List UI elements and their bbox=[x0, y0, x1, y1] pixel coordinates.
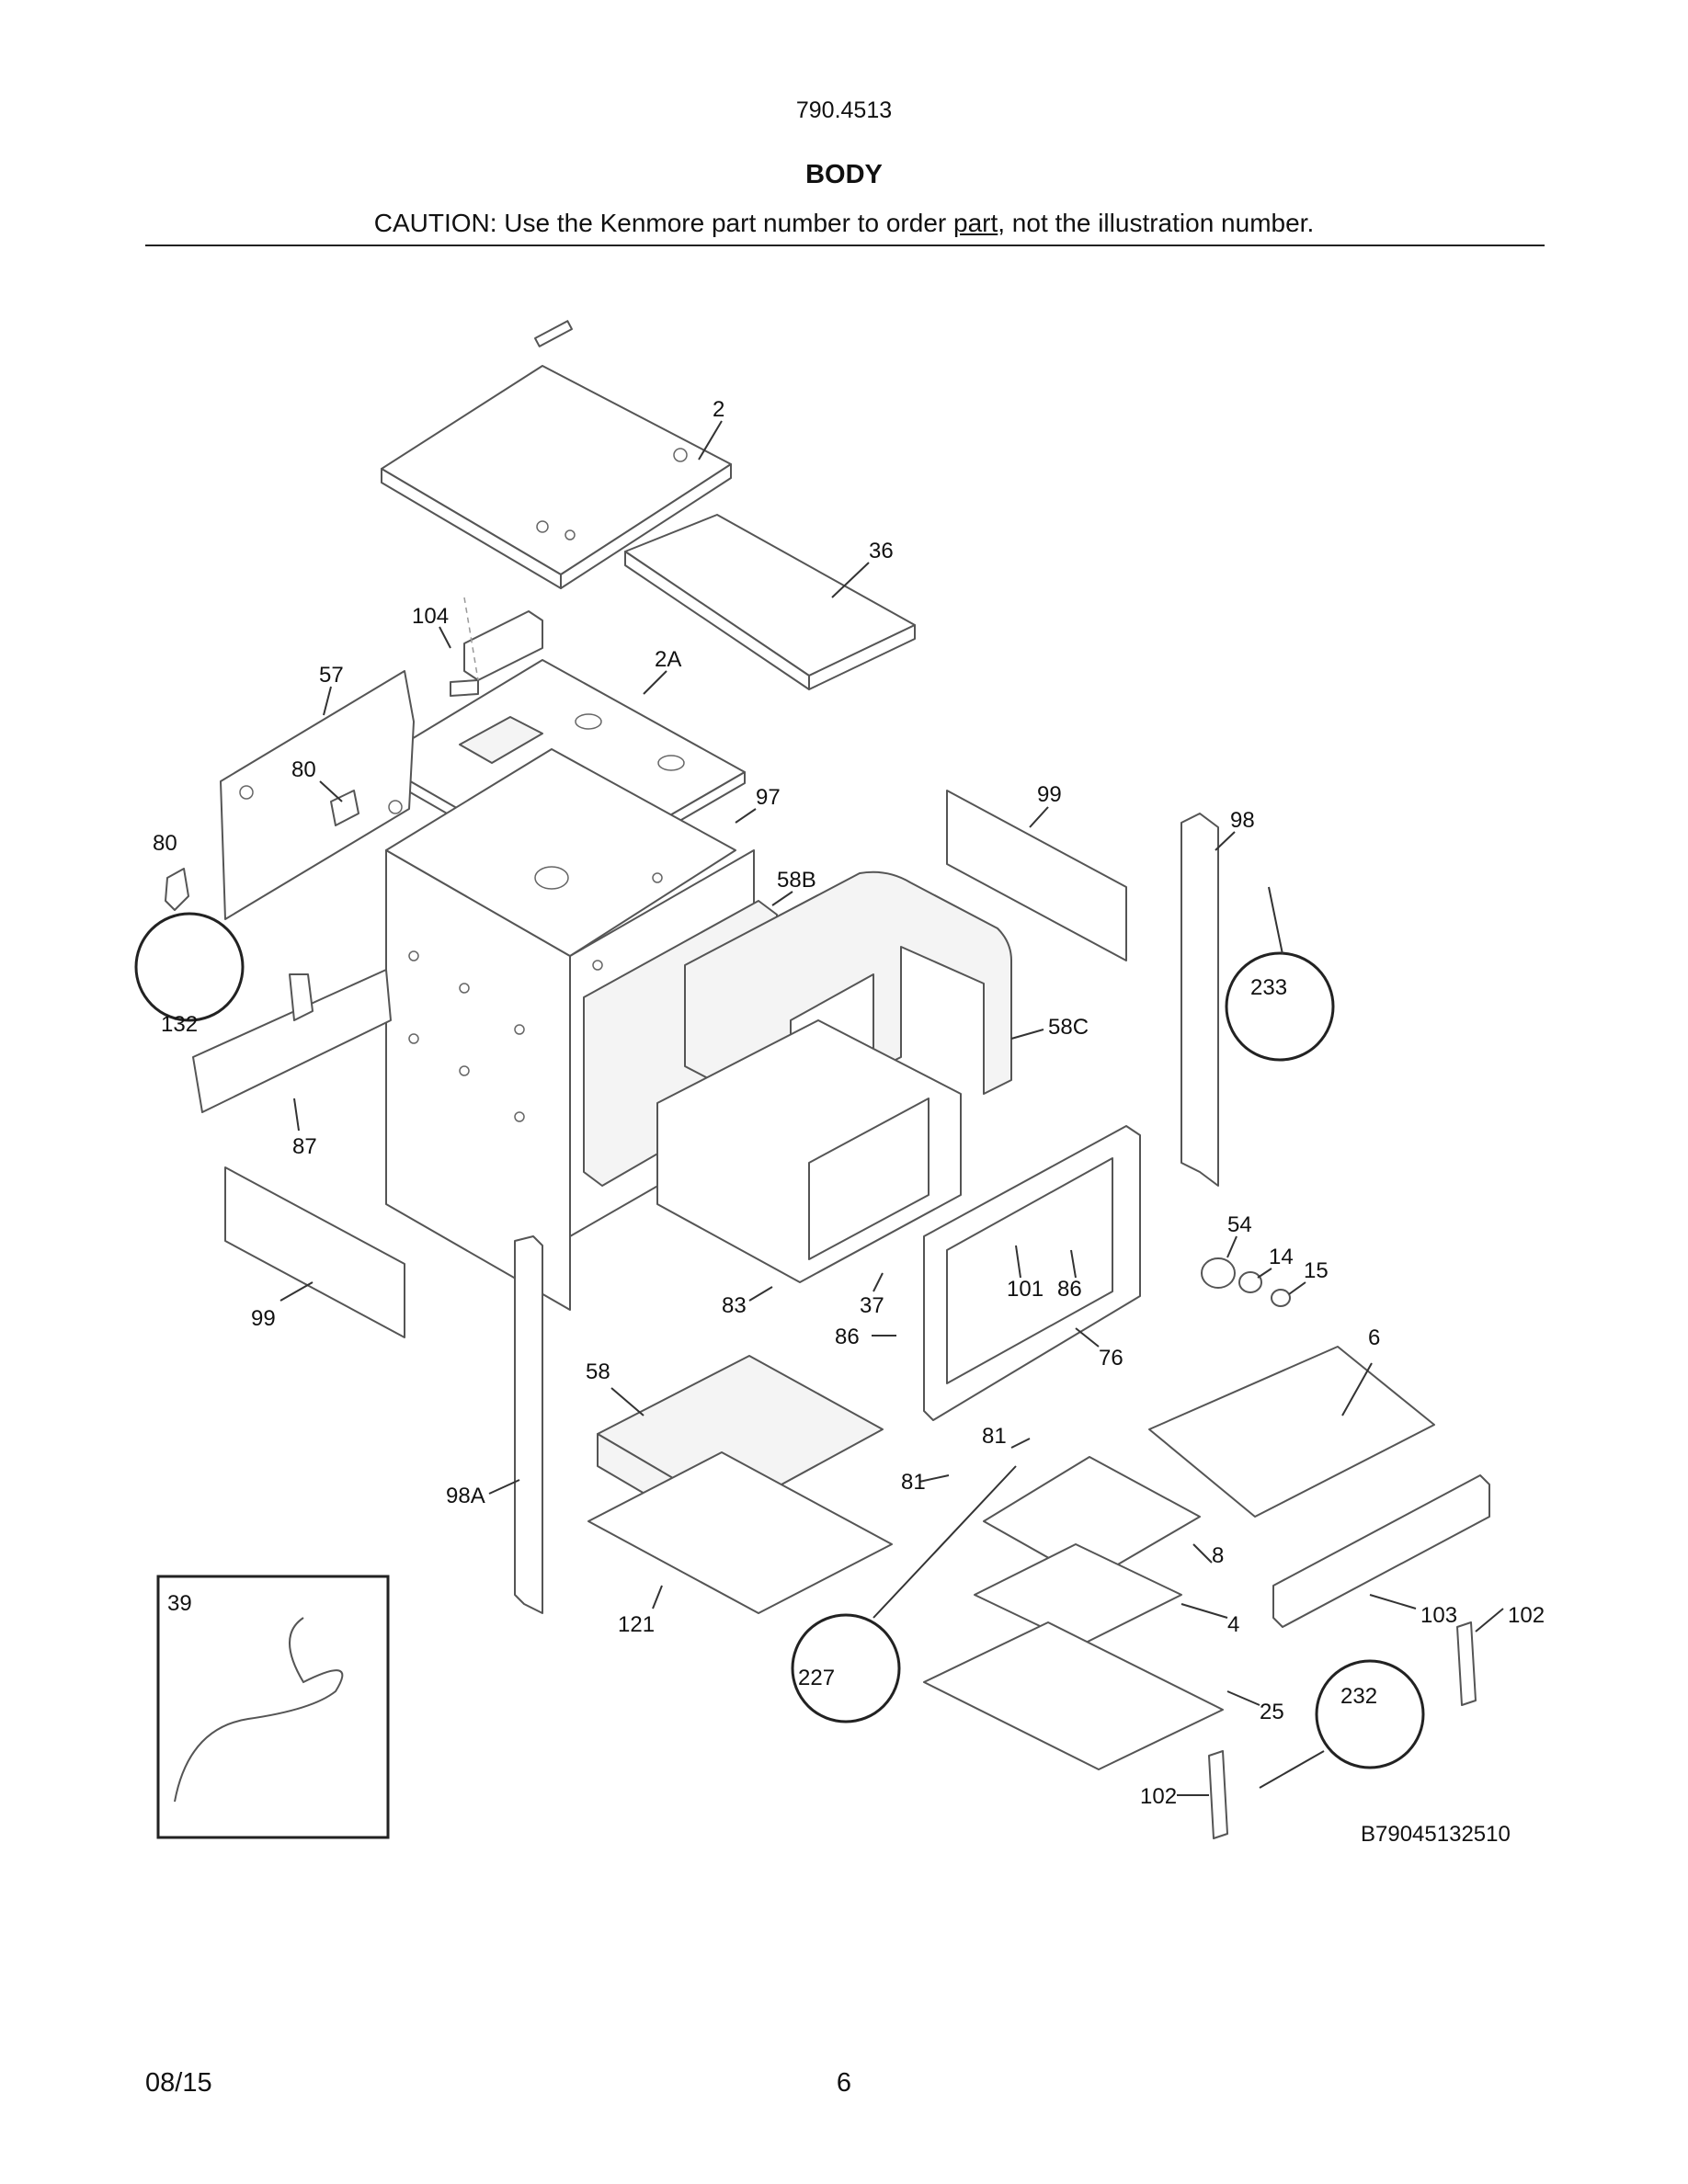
caution-note: CAUTION: Use the Kenmore part number to … bbox=[0, 209, 1688, 238]
part-6-oven-rack bbox=[1148, 1346, 1435, 1518]
label-99-upper: 99 bbox=[1037, 782, 1062, 807]
label-36: 36 bbox=[869, 539, 894, 563]
label-80-lower: 80 bbox=[153, 831, 177, 856]
part-4-drawer bbox=[974, 1543, 1182, 1646]
label-104: 104 bbox=[412, 604, 449, 629]
part-76-door-frame bbox=[923, 1125, 1141, 1421]
header-divider bbox=[145, 245, 1545, 246]
callout-232-circle bbox=[1315, 1659, 1425, 1769]
label-58: 58 bbox=[586, 1359, 610, 1384]
label-37: 37 bbox=[860, 1293, 884, 1318]
label-232: 232 bbox=[1340, 1684, 1377, 1709]
callout-132-circle bbox=[134, 912, 245, 1022]
label-2A: 2A bbox=[655, 647, 681, 672]
caution-underlined-word: part bbox=[953, 209, 998, 237]
label-87: 87 bbox=[292, 1134, 317, 1159]
caution-text-end: , not the illustration number. bbox=[998, 209, 1315, 237]
part-103-kick-panel bbox=[1272, 1474, 1490, 1628]
label-6: 6 bbox=[1368, 1325, 1380, 1350]
model-number: 790.4513 bbox=[795, 97, 893, 123]
label-39: 39 bbox=[167, 1591, 192, 1616]
footer-date: 08/15 bbox=[145, 2068, 212, 2098]
label-14: 14 bbox=[1269, 1245, 1294, 1269]
label-132: 132 bbox=[161, 1012, 198, 1037]
label-81-upper: 81 bbox=[982, 1424, 1007, 1449]
page-number: 6 bbox=[836, 2068, 852, 2098]
label-58C: 58C bbox=[1048, 1015, 1089, 1040]
part-83-oven-cavity bbox=[656, 1019, 962, 1283]
label-102-upper: 102 bbox=[1508, 1603, 1545, 1628]
part-98A-side-trim bbox=[514, 1235, 543, 1614]
part-102-bracket-lower bbox=[1208, 1750, 1228, 1839]
drawing-code: B79045132510 bbox=[1361, 1822, 1511, 1847]
label-57: 57 bbox=[319, 663, 344, 688]
power-cord-icon bbox=[174, 1617, 344, 1803]
label-81-lower: 81 bbox=[901, 1470, 926, 1495]
label-83: 83 bbox=[722, 1293, 747, 1318]
label-4: 4 bbox=[1227, 1612, 1239, 1637]
part-80-clip bbox=[165, 868, 189, 911]
label-86-lower: 86 bbox=[835, 1325, 860, 1349]
part-121-bottom-panel bbox=[587, 1451, 893, 1614]
label-97: 97 bbox=[756, 785, 781, 810]
part-87-manifold-bracket bbox=[192, 969, 392, 1113]
label-58B: 58B bbox=[777, 868, 816, 893]
label-233: 233 bbox=[1250, 975, 1287, 1000]
label-8: 8 bbox=[1212, 1543, 1224, 1568]
label-101: 101 bbox=[1007, 1277, 1044, 1302]
caution-text-start: CAUTION: Use the Kenmore part number to … bbox=[373, 209, 953, 237]
label-25: 25 bbox=[1260, 1700, 1284, 1724]
label-98: 98 bbox=[1230, 808, 1255, 833]
part-99-lower-panel bbox=[224, 1166, 405, 1338]
section-title: BODY bbox=[805, 160, 883, 189]
leader-lines bbox=[279, 420, 1504, 1796]
callout-233-circle bbox=[1225, 951, 1335, 1062]
part-25-drawer-bottom bbox=[923, 1621, 1224, 1770]
label-102-lower: 102 bbox=[1140, 1784, 1177, 1809]
label-15: 15 bbox=[1304, 1258, 1329, 1283]
label-76: 76 bbox=[1099, 1346, 1123, 1371]
part-54-14-15-light-assembly bbox=[1201, 1257, 1291, 1307]
callout-227-circle bbox=[791, 1613, 901, 1723]
label-227: 227 bbox=[798, 1666, 835, 1690]
label-86-upper: 86 bbox=[1057, 1277, 1082, 1302]
inset-box-part-39 bbox=[156, 1575, 390, 1839]
part-104-bracket bbox=[450, 597, 543, 697]
label-121: 121 bbox=[618, 1612, 655, 1637]
label-80-upper: 80 bbox=[291, 757, 316, 782]
label-2: 2 bbox=[713, 397, 724, 422]
part-2-top-panel bbox=[381, 320, 732, 589]
part-98-side-trim bbox=[1180, 813, 1219, 1187]
label-98A: 98A bbox=[446, 1484, 485, 1508]
part-36-top-channel bbox=[624, 514, 916, 690]
label-99-lower: 99 bbox=[251, 1306, 276, 1331]
part-99-upper-panel bbox=[946, 790, 1127, 961]
part-57-side-shield bbox=[220, 670, 415, 920]
label-103: 103 bbox=[1420, 1603, 1457, 1628]
part-102-bracket-upper bbox=[1456, 1621, 1477, 1706]
label-54: 54 bbox=[1227, 1212, 1252, 1237]
